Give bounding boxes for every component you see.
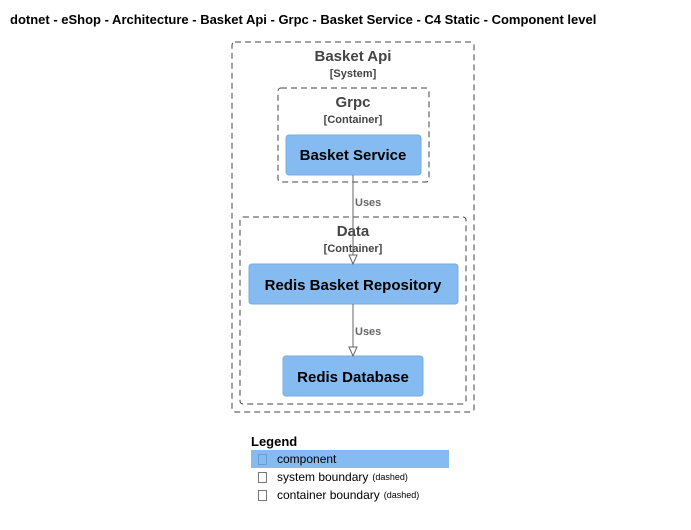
legend-title: Legend <box>251 434 298 449</box>
legend-item-component: component <box>251 450 449 468</box>
diagram-title: dotnet - eShop - Architecture - Basket A… <box>10 12 597 27</box>
component-swatch-icon <box>258 453 267 465</box>
legend-item-label: system boundary <box>277 470 369 484</box>
legend-item-label: component <box>277 452 337 466</box>
relation-repository-to-database-arrowhead <box>348 346 358 358</box>
redis-database-label: Redis Database <box>297 369 409 386</box>
grpc-boundary-title: Grpc <box>335 94 370 111</box>
redis-basket-repository-label: Redis Basket Repository <box>265 277 442 294</box>
legend-item-container-boundary: container boundary (dashed) <box>251 486 449 504</box>
relation-service-to-repository-label: Uses <box>355 197 381 209</box>
basket-service-label: Basket Service <box>300 147 407 164</box>
legend-item-label: container boundary <box>277 488 380 502</box>
system-boundary-type: [System] <box>330 68 377 80</box>
legend-item-note: (dashed) <box>383 490 420 500</box>
boundary-swatch-icon <box>258 471 267 483</box>
legend-item-note: (dashed) <box>372 472 408 482</box>
relation-service-to-repository-arrowhead <box>348 254 358 266</box>
system-boundary-title: Basket Api <box>315 48 392 65</box>
legend: Legend component system boundary (dashed… <box>251 434 449 504</box>
system-boundary <box>231 41 475 413</box>
grpc-boundary-type: [Container] <box>324 114 383 126</box>
legend-item-system-boundary: system boundary (dashed) <box>251 468 449 486</box>
boundary-swatch-icon <box>258 489 267 501</box>
relation-repository-to-database-label: Uses <box>355 326 381 338</box>
